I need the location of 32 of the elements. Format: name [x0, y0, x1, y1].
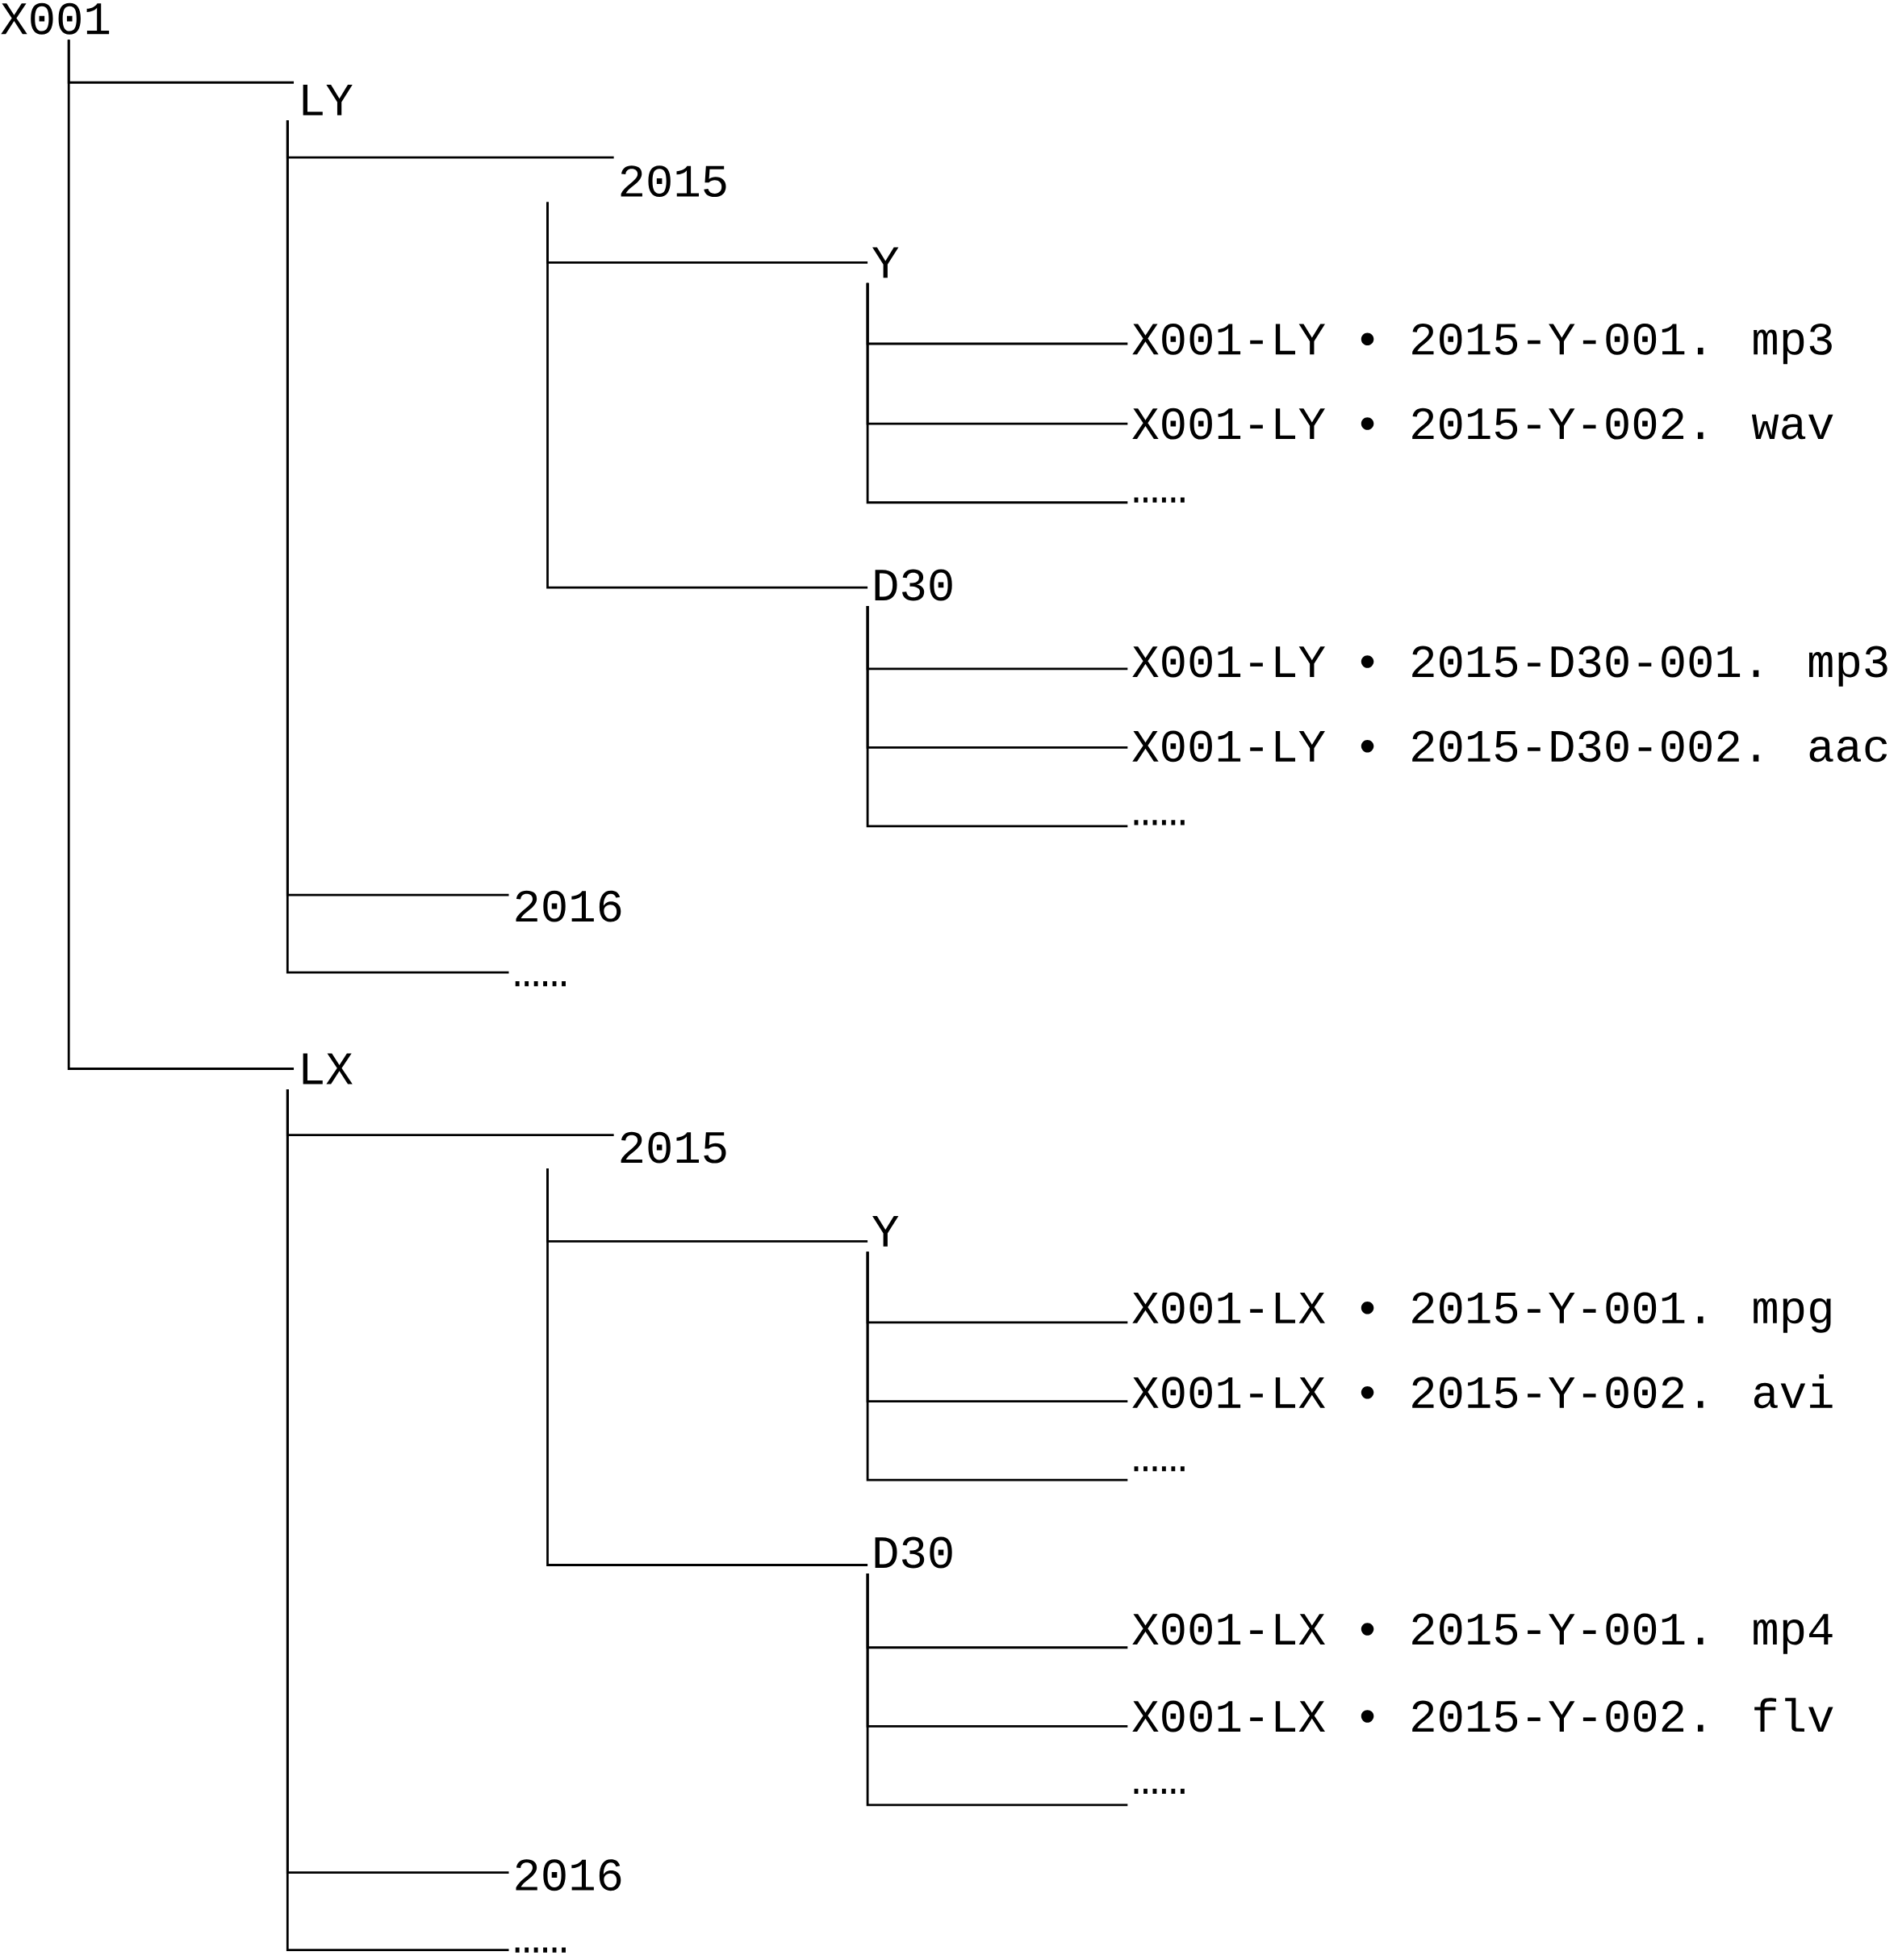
tree-label: D30 [875, 1536, 952, 1569]
tree-label: X001-LY • 2015-D30-002. aac [1132, 730, 1888, 763]
tree-label: D30 [875, 569, 952, 601]
tree-connector [546, 202, 868, 589]
tree-label: X001-LY • 2015-Y-001. mp3 [1132, 323, 1833, 365]
tree-connector [546, 1168, 868, 1566]
tree-label: X001-LX • 2015-Y-001. mpg [1132, 1292, 1831, 1333]
tree-label: …… [1134, 1466, 1185, 1472]
tree-label: …… [1134, 497, 1185, 503]
tree-label: 2015 [621, 1131, 726, 1164]
tree-label: 2015 [621, 165, 726, 198]
tree-label: Y [872, 1216, 899, 1247]
tree-connector [866, 1573, 1128, 1807]
tree-label: 2016 [516, 890, 621, 922]
tree-label: …… [1134, 1788, 1185, 1794]
tree-connector [866, 605, 1128, 828]
tree-label: X001-LX • 2015-Y-001. mp4 [1132, 1613, 1833, 1654]
tree-label: X001-LY • 2015-Y-002. wav [1132, 407, 1833, 440]
tree-connector [68, 40, 295, 1070]
tree-connector [866, 1252, 1128, 1481]
tree-label: X001-LX • 2015-Y-002. flv [1132, 1698, 1833, 1732]
tree-label: LX [303, 1053, 353, 1084]
tree-label: …… [1134, 820, 1185, 825]
tree-label: …… [515, 981, 566, 987]
tree-label: LY [303, 85, 353, 115]
tree-label: X001 [1, 2, 110, 35]
tree-label: …… [515, 1947, 566, 1953]
tree-label: 2016 [516, 1859, 621, 1891]
tree-label: Y [872, 247, 899, 278]
tree-label: X001-LX • 2015-Y-002. avi [1132, 1374, 1833, 1409]
tree-label: X001-LY • 2015-D30-001. mp3 [1132, 646, 1888, 687]
tree-connector [866, 282, 1128, 504]
